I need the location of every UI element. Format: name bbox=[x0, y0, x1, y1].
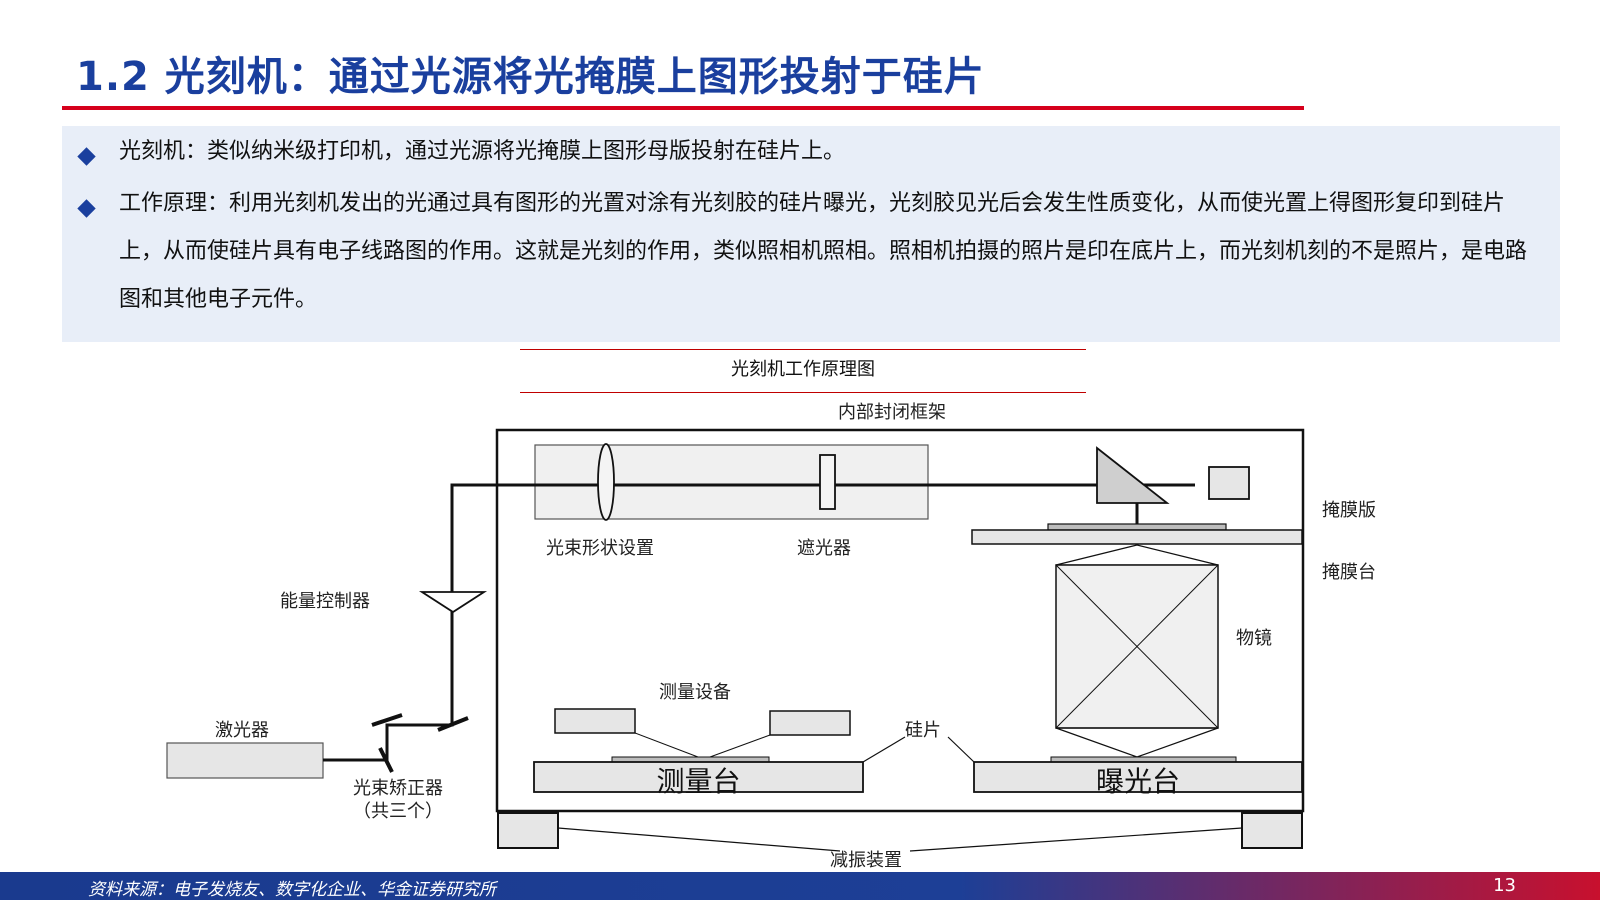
wafer-leader bbox=[862, 736, 906, 763]
lens bbox=[597, 443, 615, 521]
label-energy-controller: 能量控制器 bbox=[280, 591, 370, 612]
label-damping: 减振装置 bbox=[830, 850, 902, 871]
beam-shaping-box bbox=[534, 444, 929, 520]
source-box bbox=[1208, 466, 1250, 500]
objective-lower-cone bbox=[1055, 727, 1219, 758]
energy-controller-triangle bbox=[418, 591, 488, 614]
intro-panel: 光刻机：类似纳米级打印机，通过光源将光掩膜上图形母版投射在硅片上。 工作原理：利… bbox=[62, 126, 1560, 342]
wafer-leader bbox=[947, 736, 975, 763]
label-beam-corrector: 光束矫正器 bbox=[353, 778, 443, 799]
measuring-device-left bbox=[554, 708, 636, 734]
label-measuring-stage: 测量台 bbox=[656, 765, 741, 798]
damping-leader bbox=[557, 827, 841, 852]
label-beam-shaping: 光束形状设置 bbox=[546, 538, 654, 559]
mask-stage bbox=[971, 529, 1303, 545]
laser-box bbox=[166, 742, 324, 779]
damping-leader bbox=[909, 827, 1243, 852]
mirror bbox=[378, 747, 394, 773]
objective-upper-cone bbox=[1055, 544, 1219, 566]
bullet-text: 光刻机：类似纳米级打印机，通过光源将光掩膜上图形母版投射在硅片上。 bbox=[119, 139, 846, 164]
slide-title: 1.2 光刻机：通过光源将光掩膜上图形投射于硅片 bbox=[76, 54, 985, 100]
label-laser: 激光器 bbox=[215, 720, 269, 741]
label-mask-stage: 掩膜台 bbox=[1322, 562, 1376, 583]
figure-title: 光刻机工作原理图 bbox=[731, 359, 875, 380]
damping-foot-left bbox=[497, 812, 559, 849]
label-beam-corrector-note: （共三个） bbox=[353, 801, 443, 822]
footer-bar: 资料来源：电子发烧友、数字化企业、华金证券研究所 13 bbox=[0, 872, 1600, 900]
label-objective: 物镜 bbox=[1236, 628, 1272, 649]
label-mask: 掩膜版 bbox=[1322, 500, 1376, 521]
figure-title-box: 光刻机工作原理图 bbox=[520, 349, 1086, 393]
enclosure-frame bbox=[495, 428, 1305, 813]
bullet-item: 光刻机：类似纳米级打印机，通过光源将光掩膜上图形母版投射在硅片上。 bbox=[77, 139, 1540, 176]
measure-ray bbox=[634, 732, 699, 758]
label-shutter: 遮光器 bbox=[797, 538, 851, 559]
mask-plate bbox=[1047, 523, 1227, 531]
mirror bbox=[437, 716, 469, 732]
label-measuring-device: 测量设备 bbox=[659, 682, 731, 703]
exposure-stage-block bbox=[973, 761, 1303, 793]
bullet-item: 工作原理：利用光刻机发出的光通过具有图形的光置对涂有光刻胶的硅片曝光，光刻胶见光… bbox=[77, 191, 1540, 324]
label-exposure-stage: 曝光台 bbox=[1095, 765, 1180, 798]
measuring-stage-block bbox=[533, 761, 864, 793]
label-wafer: 硅片 bbox=[905, 720, 941, 741]
measure-ray bbox=[709, 734, 771, 758]
title-underline bbox=[62, 106, 1304, 110]
source-note: 资料来源：电子发烧友、数字化企业、华金证券研究所 bbox=[88, 880, 496, 900]
bullet-text: 工作原理：利用光刻机发出的光通过具有图形的光置对涂有光刻胶的硅片曝光，光刻胶见光… bbox=[119, 191, 1528, 312]
damping-foot-right bbox=[1241, 812, 1303, 849]
label-frame: 内部封闭框架 bbox=[838, 402, 946, 423]
measuring-device-right bbox=[769, 710, 851, 736]
beam-path bbox=[323, 483, 1195, 762]
objective-diagonal bbox=[1055, 564, 1219, 729]
mirror bbox=[371, 713, 403, 727]
shutter-plate bbox=[819, 454, 836, 510]
page-number: 13 bbox=[1493, 875, 1516, 896]
prism bbox=[1096, 446, 1170, 504]
